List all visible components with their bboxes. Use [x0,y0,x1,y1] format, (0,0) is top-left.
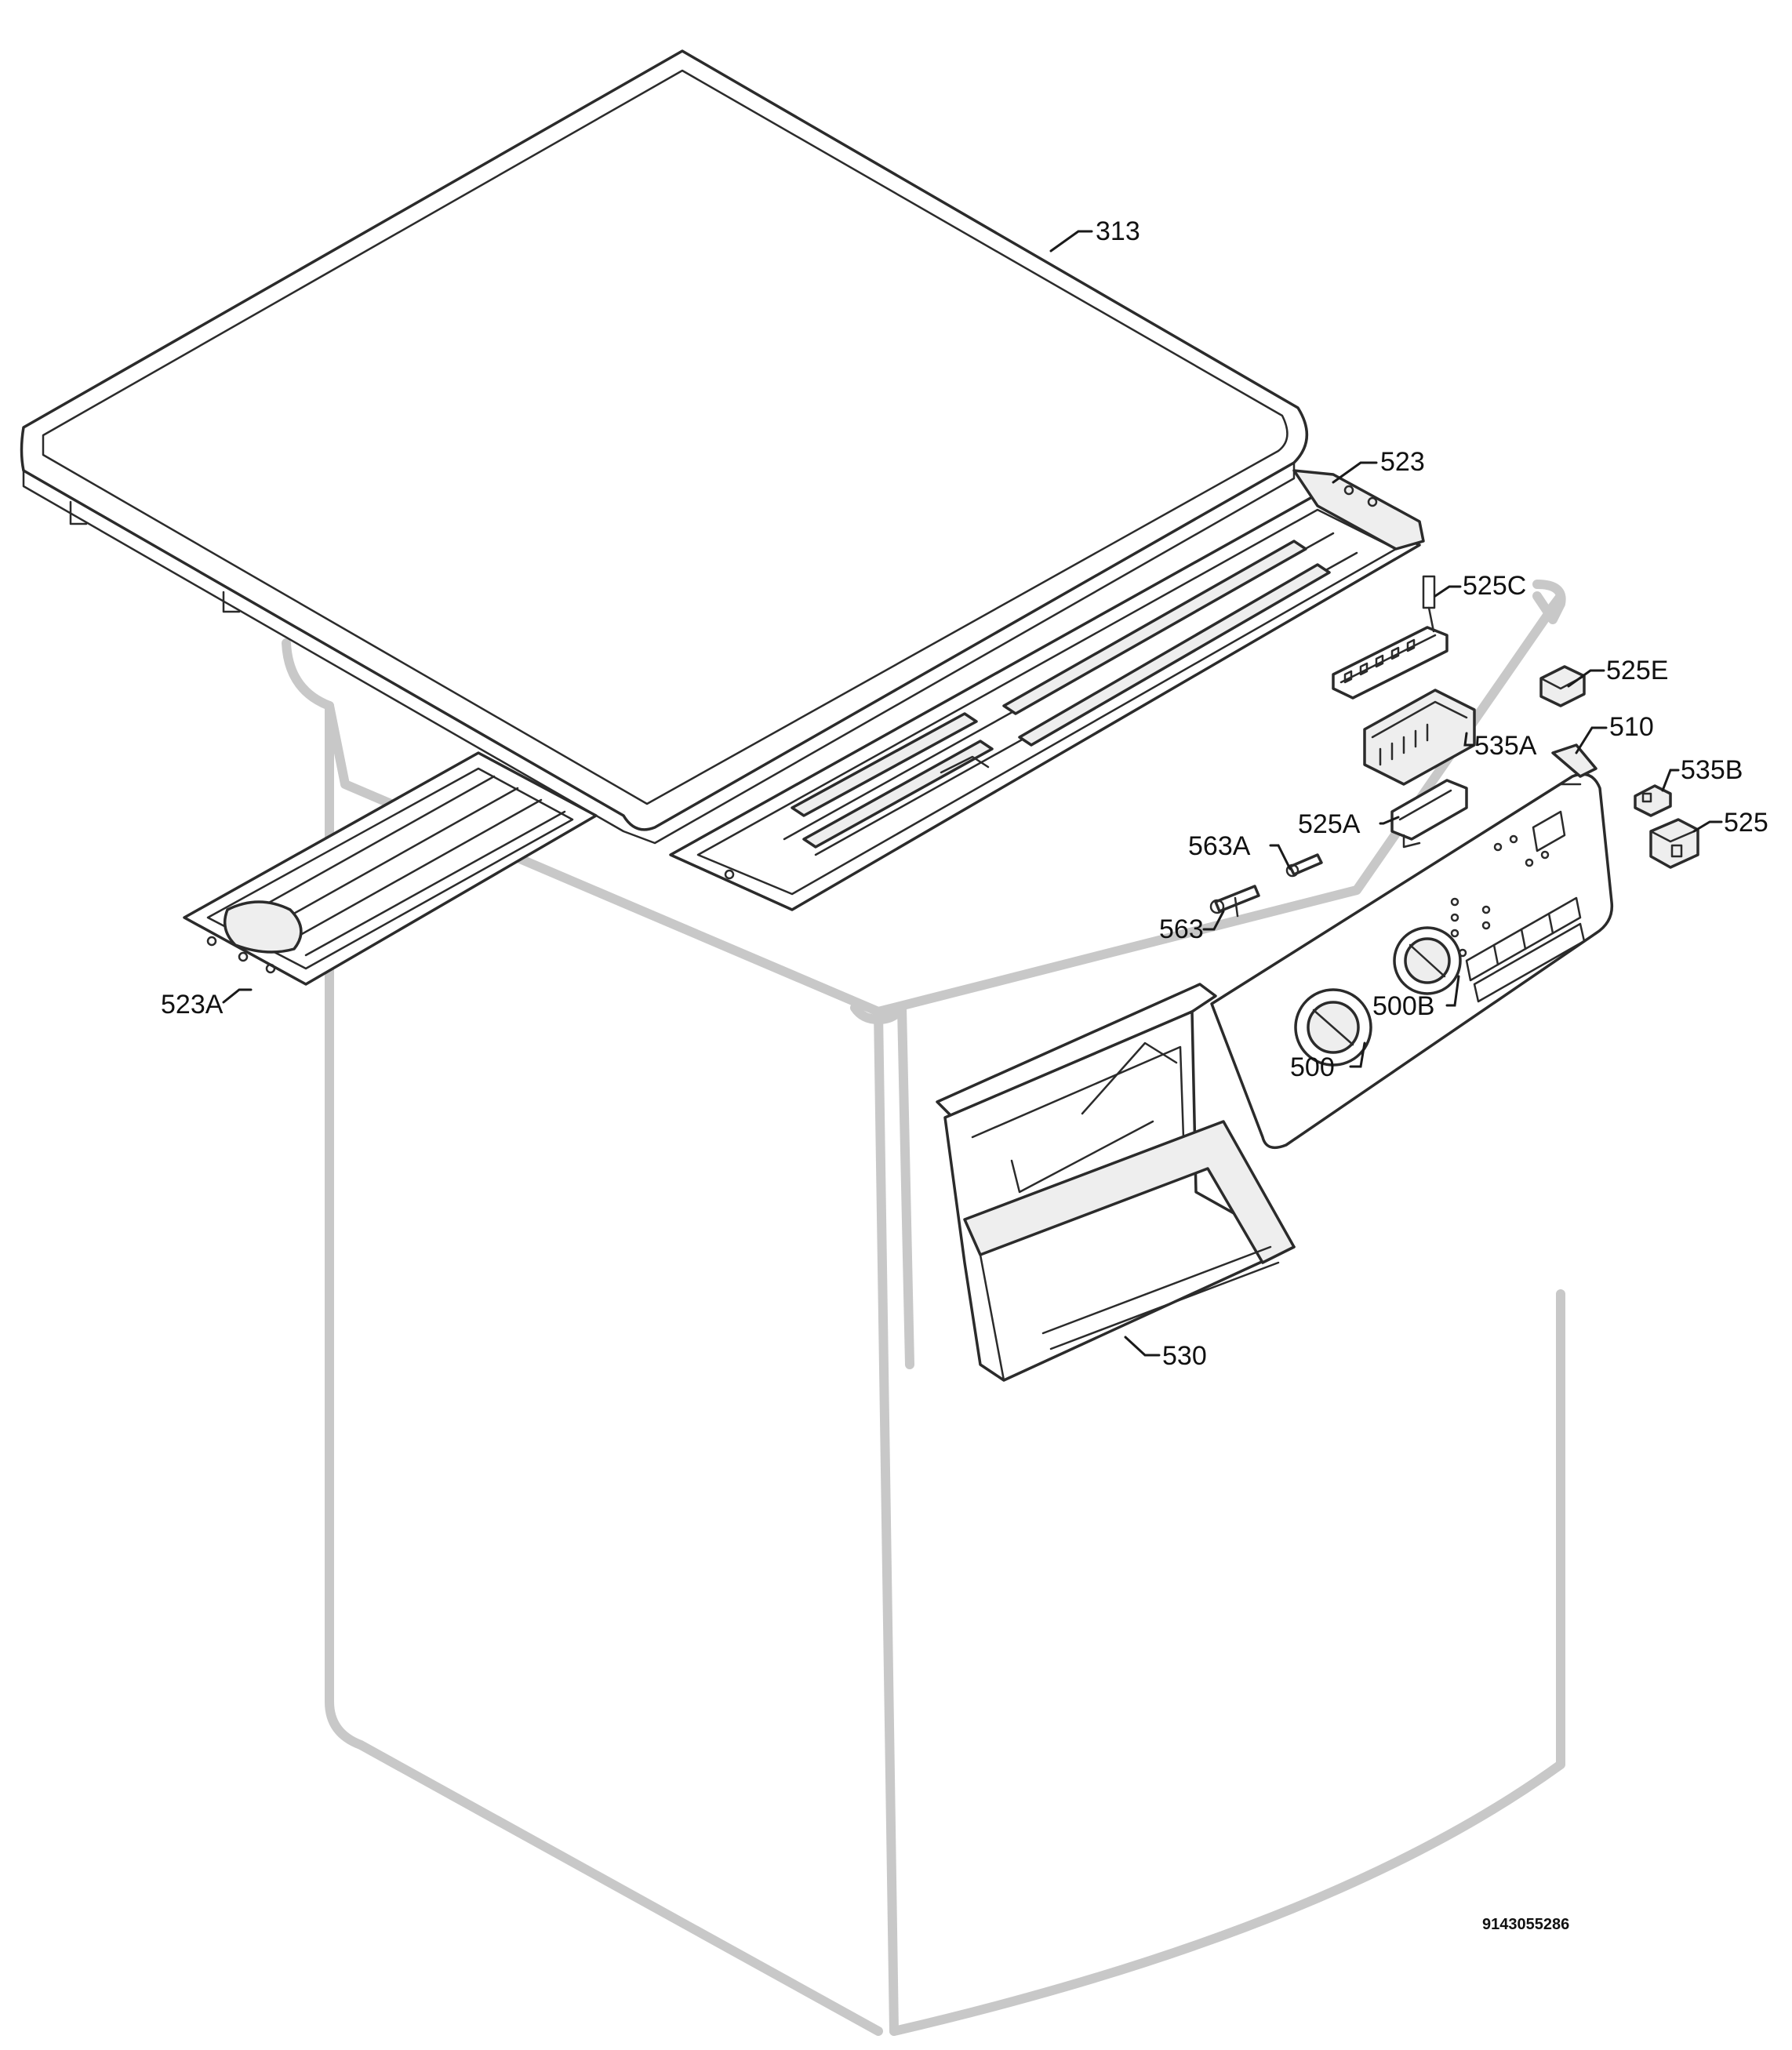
switch-block [1363,689,1476,786]
callout-525a: 525A [1298,809,1361,839]
button-cap [1539,665,1586,707]
callout-525: 525 [1724,808,1768,838]
switch-button [1649,818,1699,869]
front-rail-bracket [669,469,1425,911]
callout-labels: 313 523 525C 525E 535A 510 535B 525 525A… [161,216,1768,1371]
light-pipe [1634,784,1672,817]
callout-535a: 535A [1474,731,1537,761]
pin-563 [1209,885,1260,918]
knob-500 [1294,988,1372,1067]
rear-rail-bracket [183,751,598,986]
callout-500: 500 [1290,1052,1335,1082]
callout-525c: 525C [1463,571,1526,601]
pin-563a [1285,853,1323,878]
callout-523a: 523A [161,990,224,1020]
document-number: 9143055286 [1482,1916,1569,1933]
control-panel [1210,743,1614,1150]
callout-510: 510 [1609,712,1654,742]
callout-525e: 525E [1606,656,1668,685]
callout-530: 530 [1162,1341,1207,1371]
knob-500b [1393,926,1462,995]
callout-535b: 535B [1681,755,1743,785]
callout-313: 313 [1096,216,1140,246]
cabinet-ghost-outline [282,580,1566,2036]
callout-563: 563 [1159,914,1204,944]
push-button-assembly [1390,779,1468,849]
callout-500b: 500B [1372,991,1434,1021]
callout-563a: 563A [1188,831,1251,861]
callout-523: 523 [1380,447,1425,477]
detergent-drawer [936,983,1296,1382]
worktop-lid [20,49,1308,845]
leader-lines [222,230,1723,1357]
electronic-board [1332,575,1449,700]
